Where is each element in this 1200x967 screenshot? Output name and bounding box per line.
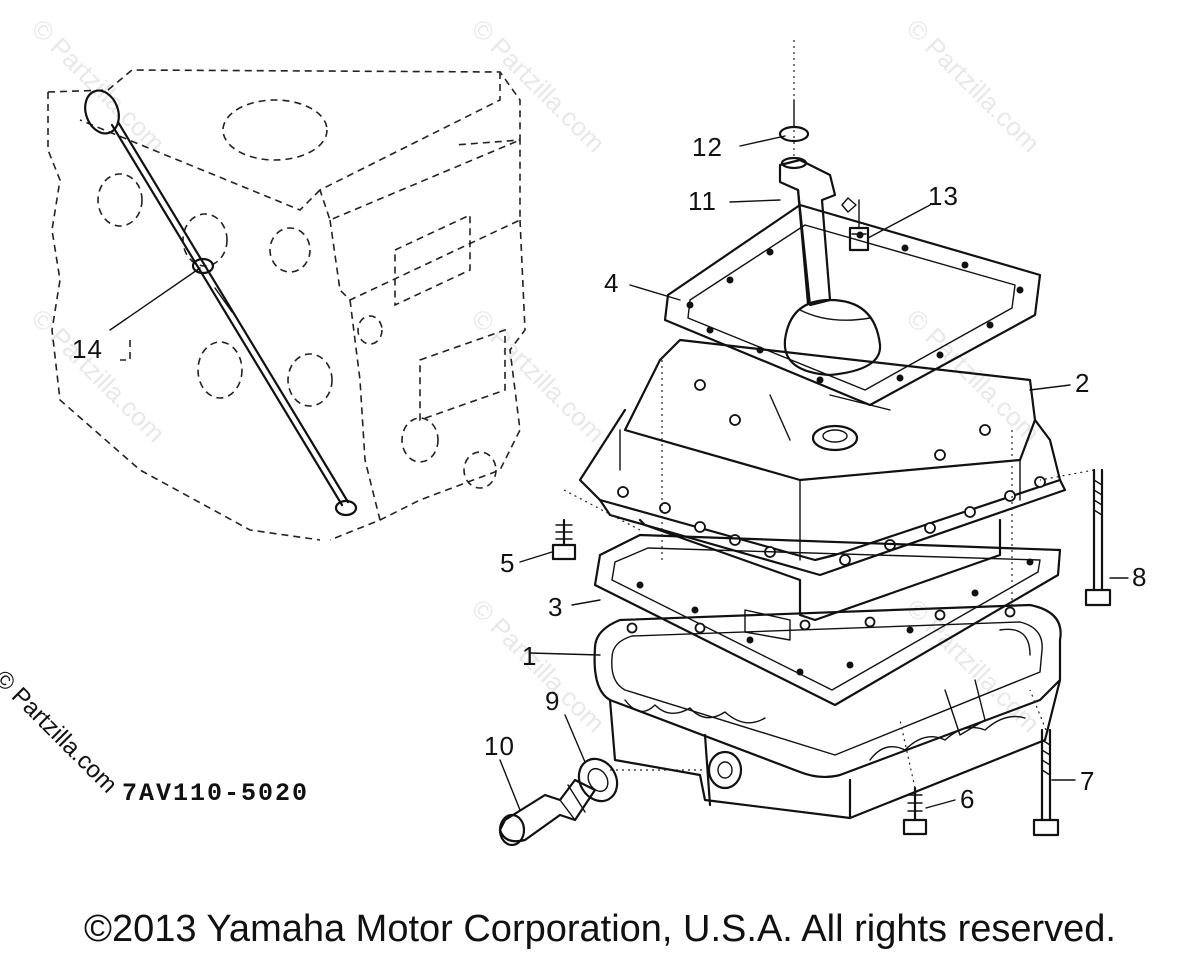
gasket-lower	[593, 533, 1062, 707]
callout-1: 1	[522, 641, 537, 671]
dipstick	[84, 89, 358, 517]
callout-10: 10	[484, 731, 515, 761]
watermark: © Partzilla.com	[901, 13, 1046, 158]
callout-13: 13	[928, 181, 959, 211]
assembly-lines	[563, 40, 1095, 789]
watermark-layer: © Partzilla.com © Partzilla.com © Partzi…	[26, 13, 1046, 738]
watermark: © Partzilla.com	[901, 593, 1046, 738]
watermark: © Partzilla.com	[466, 303, 611, 448]
oil-strainer	[778, 99, 882, 377]
callout-3: 3	[548, 592, 563, 622]
callout-6: 6	[960, 784, 975, 814]
callout-4: 4	[604, 268, 619, 298]
watermark: © Partzilla.com	[26, 13, 171, 158]
callout-2: 2	[1075, 368, 1090, 398]
callout-labels: 1 2 3 4 5 6 7 8 9 10 11 12 13 14	[72, 132, 1147, 814]
callout-5: 5	[500, 548, 515, 578]
bolt-6	[902, 786, 928, 836]
oil-pan-upper	[578, 338, 1067, 622]
watermark: © Partzilla.com	[26, 303, 171, 448]
watermark: © Partzilla.com	[466, 13, 611, 158]
diagram-code: 7AV110-5020	[122, 779, 309, 808]
oil-pan-lower	[593, 603, 1062, 820]
engine-block	[47, 69, 526, 541]
callout-14: 14	[72, 334, 103, 364]
drain-plug	[498, 778, 597, 847]
bolt-5	[551, 518, 577, 561]
copyright-notice: ©2013 Yamaha Motor Corporation, U.S.A. A…	[84, 908, 1116, 950]
callout-12: 12	[692, 132, 723, 162]
callout-8: 8	[1132, 562, 1147, 592]
callout-7: 7	[1080, 766, 1095, 796]
callout-9: 9	[545, 686, 560, 716]
leader-lines	[109, 135, 1129, 811]
bolt-7	[1032, 728, 1060, 837]
watermark: © Partzilla.com	[466, 593, 611, 738]
callout-11: 11	[688, 186, 717, 216]
bolt-8	[1084, 468, 1112, 607]
washer-9	[577, 757, 619, 803]
